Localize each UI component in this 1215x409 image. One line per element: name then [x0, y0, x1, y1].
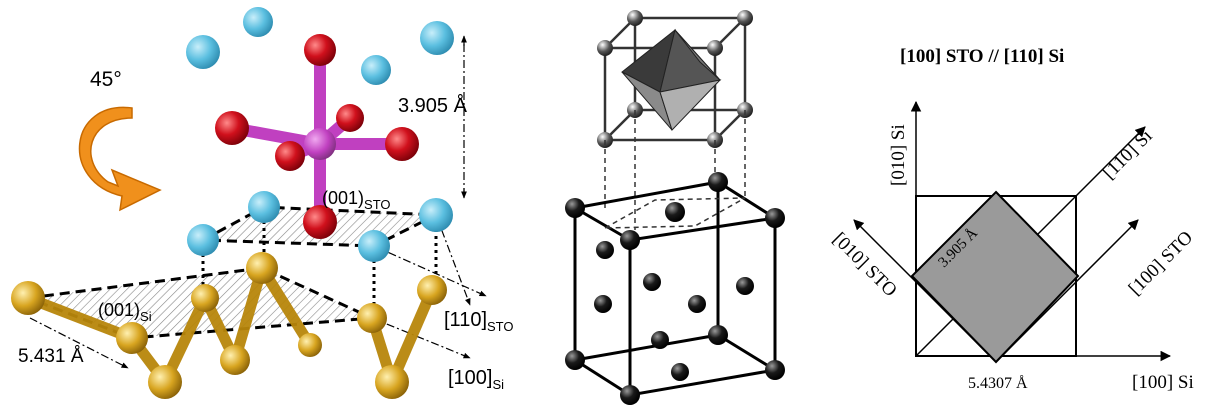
- direction-110-sto-label: [110]STO: [444, 309, 514, 334]
- orientation-title: [100] STO // [110] Si: [900, 46, 1064, 67]
- si-top-face-inner: [604, 197, 746, 229]
- sto-plane-label: (001)STO: [322, 188, 391, 212]
- label-si-param: 5.4307 Å: [968, 374, 1028, 392]
- label-010-sto: [010] STO: [828, 229, 900, 301]
- dir-110-main: [110]: [444, 309, 487, 331]
- si-atoms-black: [565, 172, 785, 405]
- middle-panel-unit-cells: [565, 10, 785, 405]
- si-unit-cell: [570, 180, 780, 397]
- left-panel-sto-on-si: 45° 3.905 Å (001)STO (001)Si 5.431 Å [11…: [11, 7, 514, 399]
- sto-lattice-parameter: 3.905 Å: [398, 94, 468, 117]
- right-panel-orientation-diagram: [100] STO // [110] Si [010] Si [110] Si …: [828, 46, 1197, 393]
- si-plane-main: (001): [98, 300, 140, 320]
- sto-plane-main: (001): [322, 188, 364, 208]
- rotation-arrow: [78, 106, 162, 212]
- si-lattice-parameter: 5.431 Å: [18, 346, 84, 367]
- dir-110-sub: STO: [487, 319, 514, 334]
- si-plane-label: (001)Si: [98, 300, 152, 324]
- direction-100-si-label: [100]Si: [448, 367, 504, 392]
- rotation-label: 45°: [90, 68, 122, 91]
- sto-square: [910, 190, 1080, 364]
- sr-atoms: [186, 7, 454, 262]
- cell-connectors: [604, 110, 746, 230]
- si-atoms: [11, 252, 447, 399]
- label-100-sto: [100] STO: [1125, 227, 1197, 299]
- sto-plane-sub: STO: [364, 197, 391, 212]
- label-110-si: [110] Si: [1099, 126, 1157, 184]
- ti-atom: [304, 128, 336, 160]
- label-100-si: [100] Si: [1132, 372, 1194, 393]
- dir-100-main: [100]: [448, 367, 492, 389]
- oxygen-atoms: [215, 34, 419, 239]
- ti-o-octahedron: [621, 28, 722, 131]
- dir-100-sub: Si: [492, 377, 504, 392]
- label-010-si: [010] Si: [888, 124, 909, 186]
- si-plane-sub: Si: [140, 309, 152, 324]
